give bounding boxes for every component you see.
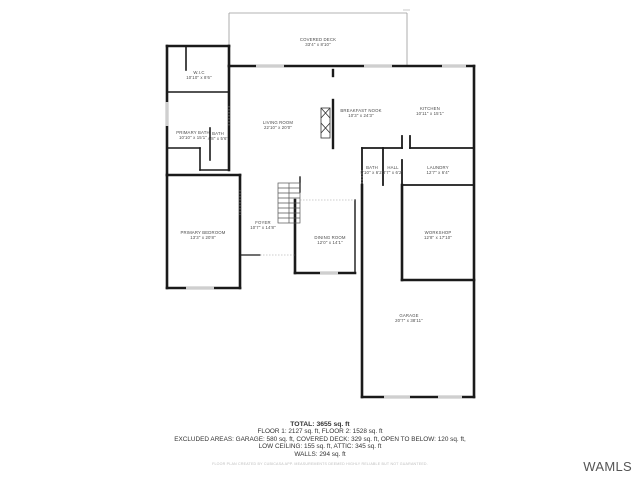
room-name: WORKSHOP xyxy=(424,229,452,235)
room-hall: HALL 3'7" x 6'2" xyxy=(383,165,403,175)
room-dimensions: 13'3" x 20'8" xyxy=(190,235,216,240)
room-name: KITCHEN xyxy=(420,105,440,111)
room-dimensions: 22'10" x 20'0" xyxy=(263,125,293,130)
room-name: LIVING ROOM xyxy=(262,119,294,125)
ceiling-areas: LOW CEILING: 155 sq. ft, ATTIC: 345 sq. … xyxy=(258,443,382,451)
room-name: PRIMARY BATH xyxy=(176,129,210,135)
door-openings xyxy=(228,106,363,256)
room-dimensions: 5'10" x 6'2" xyxy=(360,170,384,175)
area-summary: TOTAL: 3655 sq. ft FLOOR 1: 2127 sq. ft,… xyxy=(0,421,640,458)
room-foyer: FOYER 10'7" x 14'8" xyxy=(250,220,276,230)
room-dimensions: 10'3" x 24'3" xyxy=(348,113,374,118)
room-living-room: LIVING ROOM 22'10" x 20'0" xyxy=(263,120,293,130)
room-name: LAUNDRY xyxy=(427,164,449,170)
disclaimer-text: FLOOR PLAN CREATED BY CUBICASA APP. MEAS… xyxy=(212,462,428,466)
room-workshop: WORKSHOP 12'8" x 17'10" xyxy=(424,230,452,240)
room-name: BREAKFAST NOOK xyxy=(340,107,382,113)
room-name: BATH xyxy=(366,164,378,170)
room-wic: W.I.C 10'10" x 8'6" xyxy=(186,70,212,80)
room-dimensions: 3'7" x 6'2" xyxy=(382,170,404,175)
room-dimensions: 10'10" x 15'1" xyxy=(178,135,208,140)
room-covered-deck: COVERED DECK 33'4" x 8'10" xyxy=(300,37,336,47)
room-dimensions: 12'0" x 14'1" xyxy=(317,240,343,245)
room-dimensions: 10'11" x 15'1" xyxy=(416,111,444,116)
room-name: GARAGE xyxy=(399,312,419,318)
room-name: HALL xyxy=(387,164,399,170)
room-dimensions: 10'10" x 8'6" xyxy=(186,75,212,80)
room-dimensions: 12'8" x 17'10" xyxy=(423,235,453,240)
room-name: PRIMARY BEDROOM xyxy=(180,229,226,235)
room-bath-primary: BATH 4'8" x 5'6" xyxy=(208,131,228,141)
room-dimensions: 10'7" x 14'8" xyxy=(250,225,276,230)
total-area: TOTAL: 3655 sq. ft xyxy=(290,421,350,428)
room-bath-hall: BATH 5'10" x 6'2" xyxy=(361,165,384,175)
fireplace xyxy=(320,107,331,139)
room-name: W.I.C xyxy=(193,69,205,75)
room-dimensions: 33'4" x 8'10" xyxy=(305,42,331,47)
room-dimensions: 20'7" x 38'11" xyxy=(395,318,423,323)
brand-watermark: WAMLS xyxy=(583,459,632,474)
room-name: DINING ROOM xyxy=(314,234,346,240)
room-name: FOYER xyxy=(255,219,271,225)
walls-area: WALLS: 294 sq. ft xyxy=(294,450,346,458)
windows xyxy=(165,64,466,399)
floor-areas: FLOOR 1: 2127 sq. ft, FLOOR 2: 1528 sq. … xyxy=(257,428,383,436)
room-name: BATH xyxy=(212,130,224,136)
room-garage: GARAGE 20'7" x 38'11" xyxy=(395,313,423,323)
excluded-areas: EXCLUDED AREAS: GARAGE: 580 sq. ft, COVE… xyxy=(174,435,466,443)
room-kitchen: KITCHEN 10'11" x 15'1" xyxy=(416,106,444,116)
room-primary-bedroom: PRIMARY BEDROOM 13'3" x 20'8" xyxy=(180,230,225,240)
room-dimensions: 4'8" x 5'6" xyxy=(207,136,229,141)
room-laundry: LAUNDRY 12'7" x 6'4" xyxy=(427,165,450,175)
room-breakfast-nook: BREAKFAST NOOK 10'3" x 24'3" xyxy=(340,108,381,118)
room-dining-room: DINING ROOM 12'0" x 14'1" xyxy=(314,235,345,245)
room-primary-bath: PRIMARY BATH 10'10" x 15'1" xyxy=(176,130,210,140)
room-name: COVERED DECK xyxy=(299,36,337,42)
staircase xyxy=(277,182,301,224)
walls xyxy=(165,44,476,399)
room-dimensions: 12'7" x 6'4" xyxy=(426,170,450,175)
